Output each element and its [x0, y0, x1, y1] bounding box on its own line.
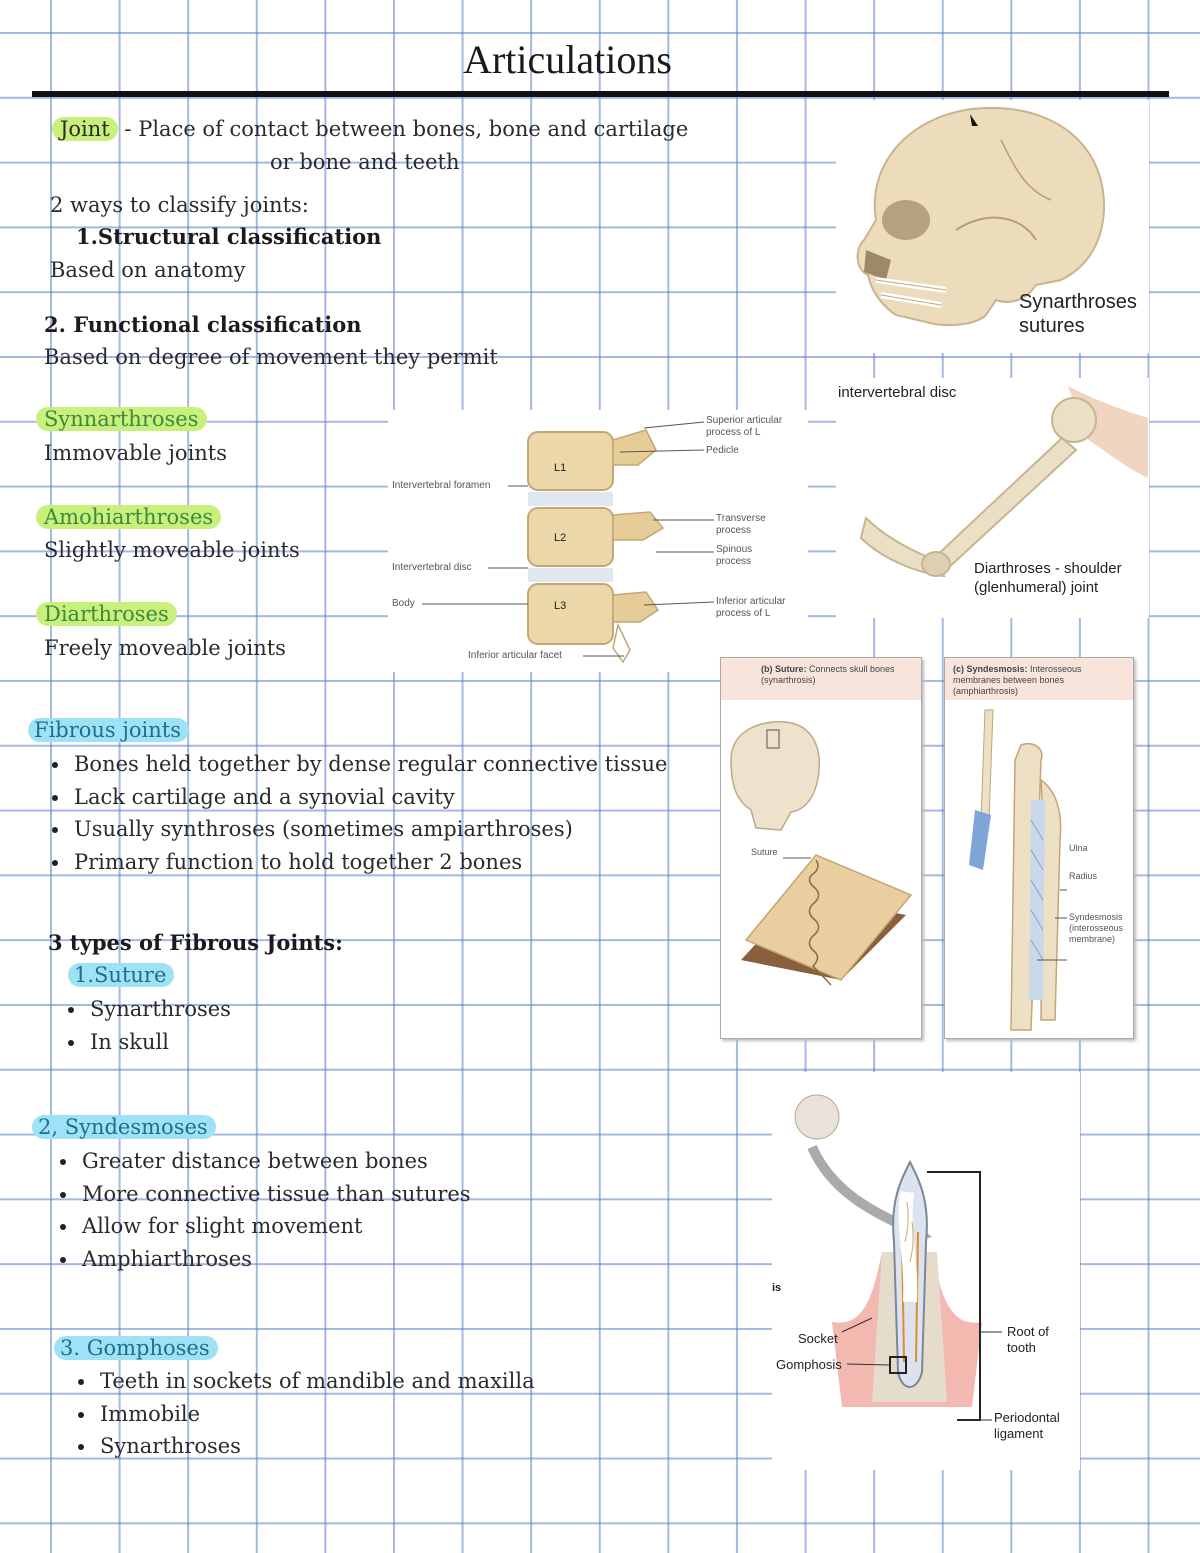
- root-label: Root of tooth: [1007, 1324, 1049, 1355]
- page-title: Articulations: [463, 37, 672, 82]
- facet-label: Inferior articular facet: [468, 650, 562, 661]
- cursor-icon: [970, 114, 978, 126]
- fibrous-types-heading: 3 types of Fibrous Joints:: [48, 930, 343, 955]
- socket-label: Socket: [798, 1331, 838, 1346]
- shoulder-label: Diarthroses - shoulder (glenhumeral) joi…: [974, 559, 1122, 597]
- list-item: Usually synthroses (sometimes ampiarthro…: [44, 813, 667, 846]
- vertebra-label-l2: L2: [554, 532, 567, 544]
- functional-type-synarthroses: Synnarthroses: [36, 407, 207, 431]
- suture-panel-caption: (b) Suture: Connects skull bones (synart…: [721, 658, 921, 700]
- gomphoses-bullets: Teeth in sockets of mandible and maxilla…: [70, 1365, 535, 1463]
- ligament-label: Periodontal ligament: [994, 1410, 1060, 1441]
- suture-panel: (b) Suture: Connects skull bones (synart…: [720, 657, 922, 1039]
- body-label: Body: [392, 598, 415, 609]
- tooth-figure: Socket Gomphosis Root of tooth Periodont…: [772, 1072, 1080, 1470]
- gomphoses-heading-label: 3. Gomphoses: [54, 1336, 218, 1360]
- joint-term: Joint: [52, 117, 118, 141]
- functional-desc: Based on degree of movement they permit: [44, 345, 498, 369]
- list-item: Synarthroses: [60, 993, 231, 1026]
- list-item: In skull: [60, 1026, 231, 1059]
- syndesmosis-panel-caption: (c) Syndesmosis: Interosseous membranes …: [945, 658, 1133, 700]
- skull-figure: Synarthroses sutures: [836, 100, 1149, 353]
- suture-illustration: [730, 721, 913, 986]
- suture-label: Suture: [751, 847, 778, 857]
- foramen-label: Intervertebral foramen: [392, 480, 491, 491]
- type-desc: Freely moveable joints: [44, 636, 286, 660]
- ulna-label: Ulna: [1069, 843, 1088, 853]
- disc-label: intervertebral disc: [838, 384, 957, 401]
- suture-bullets: Synarthroses In skull: [60, 993, 231, 1058]
- clipped-label: is: [772, 1282, 782, 1294]
- list-item: Immobile: [70, 1398, 535, 1431]
- functional-type-amphiarthroses: Amohiarthroses: [36, 505, 222, 529]
- list-item: Teeth in sockets of mandible and maxilla: [70, 1365, 535, 1398]
- tooth-illustration: [794, 1094, 1002, 1421]
- title-divider: [32, 91, 1169, 97]
- list-item: Allow for slight movement: [52, 1210, 471, 1243]
- fibrous-heading-label: Fibrous joints: [28, 718, 189, 742]
- type-name: Diarthroses: [36, 602, 177, 626]
- vertebra-label-l1: L1: [554, 462, 567, 474]
- list-item: Primary function to hold together 2 bone…: [44, 846, 667, 879]
- structural-title: 1.Structural classification: [76, 224, 382, 249]
- fibrous-heading: Fibrous joints: [28, 718, 189, 742]
- shoulder-label-line2: (glenhumeral) joint: [974, 579, 1099, 596]
- classify-heading: 2 ways to classify joints:: [50, 193, 309, 217]
- radius-label: Radius: [1069, 871, 1098, 881]
- forearm-illustration: [969, 709, 1067, 1031]
- structural-desc: Based on anatomy: [50, 258, 246, 282]
- gomphosis-label: Gomphosis: [776, 1357, 842, 1372]
- list-item: Synarthroses: [70, 1430, 535, 1463]
- skull-label-line1: Synarthroses: [1019, 291, 1137, 313]
- syndesmoses-heading-label: 2, Syndesmoses: [32, 1115, 216, 1139]
- shoulder-label-line1: Diarthroses - shoulder: [974, 560, 1122, 577]
- syndesmoses-heading: 2, Syndesmoses: [32, 1115, 216, 1139]
- shoulder-figure: intervertebral disc Diarthroses - should…: [836, 378, 1149, 618]
- type-name: Amohiarthroses: [36, 505, 222, 529]
- syndesmosis-panel: (c) Syndesmosis: Interosseous membranes …: [944, 657, 1134, 1039]
- type-desc: Slightly moveable joints: [44, 538, 300, 562]
- skull-label-line2: sutures: [1019, 315, 1085, 337]
- list-item: Lack cartilage and a synovial cavity: [44, 781, 667, 814]
- fibrous-bullets: Bones held together by dense regular con…: [44, 748, 667, 878]
- vertebra-label-l3: L3: [554, 600, 567, 612]
- list-item: Amphiarthroses: [52, 1243, 471, 1276]
- functional-type-diarthroses: Diarthroses: [36, 602, 177, 626]
- list-item: Greater distance between bones: [52, 1145, 471, 1178]
- pedicle-label: Pedicle: [706, 445, 739, 456]
- type-name: Synnarthroses: [36, 407, 207, 431]
- syndesmosis-label: Syndesmosis (interosseous membrane): [1069, 912, 1124, 944]
- arm-illustration: [859, 386, 1148, 578]
- disc-label: Intervertebral disc: [392, 562, 472, 573]
- suture-heading: 1.Suture: [68, 963, 175, 987]
- gomphoses-heading: 3. Gomphoses: [54, 1336, 218, 1360]
- skull-illustration: [856, 106, 1106, 327]
- list-item: More connective tissue than sutures: [52, 1178, 471, 1211]
- joint-definition-line2: or bone and teeth: [270, 150, 460, 174]
- suture-heading-label: 1.Suture: [68, 963, 175, 987]
- skull-label: Synarthroses sutures: [1019, 290, 1137, 338]
- joint-definition: Joint - Place of contact between bones, …: [52, 117, 688, 141]
- type-desc: Immovable joints: [44, 441, 228, 465]
- joint-definition-line1: - Place of contact between bones, bone a…: [117, 117, 689, 141]
- syndesmoses-bullets: Greater distance between bones More conn…: [52, 1145, 471, 1275]
- functional-title: 2. Functional classification: [44, 312, 362, 337]
- list-item: Bones held together by dense regular con…: [44, 748, 667, 781]
- vertebrae-illustration: [422, 421, 715, 664]
